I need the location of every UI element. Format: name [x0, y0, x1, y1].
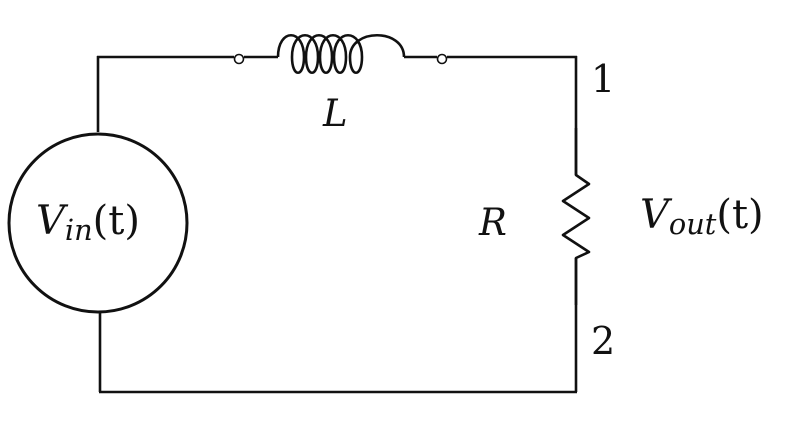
source-label-symbol: V: [36, 198, 65, 244]
node-label-2: 2: [591, 319, 616, 363]
source-label-argument: (t): [92, 198, 140, 244]
output-label-symbol: V: [640, 192, 669, 238]
inductor-terminal-left: [233, 53, 245, 65]
source-label: Vin(t): [36, 198, 140, 245]
inductor-label: L: [323, 92, 348, 135]
output-voltage-label: Vout(t): [640, 192, 764, 239]
resistor-label: R: [479, 201, 507, 244]
output-label-subscript: out: [668, 207, 717, 242]
source-label-subscript: in: [64, 213, 93, 248]
output-label-argument: (t): [716, 192, 764, 238]
voltage-source-circle: [7, 132, 189, 314]
node-label-1: 1: [591, 57, 616, 101]
inductor-symbol: [233, 33, 448, 75]
inductor-terminal-right: [436, 53, 448, 65]
resistor-symbol: [561, 128, 591, 305]
